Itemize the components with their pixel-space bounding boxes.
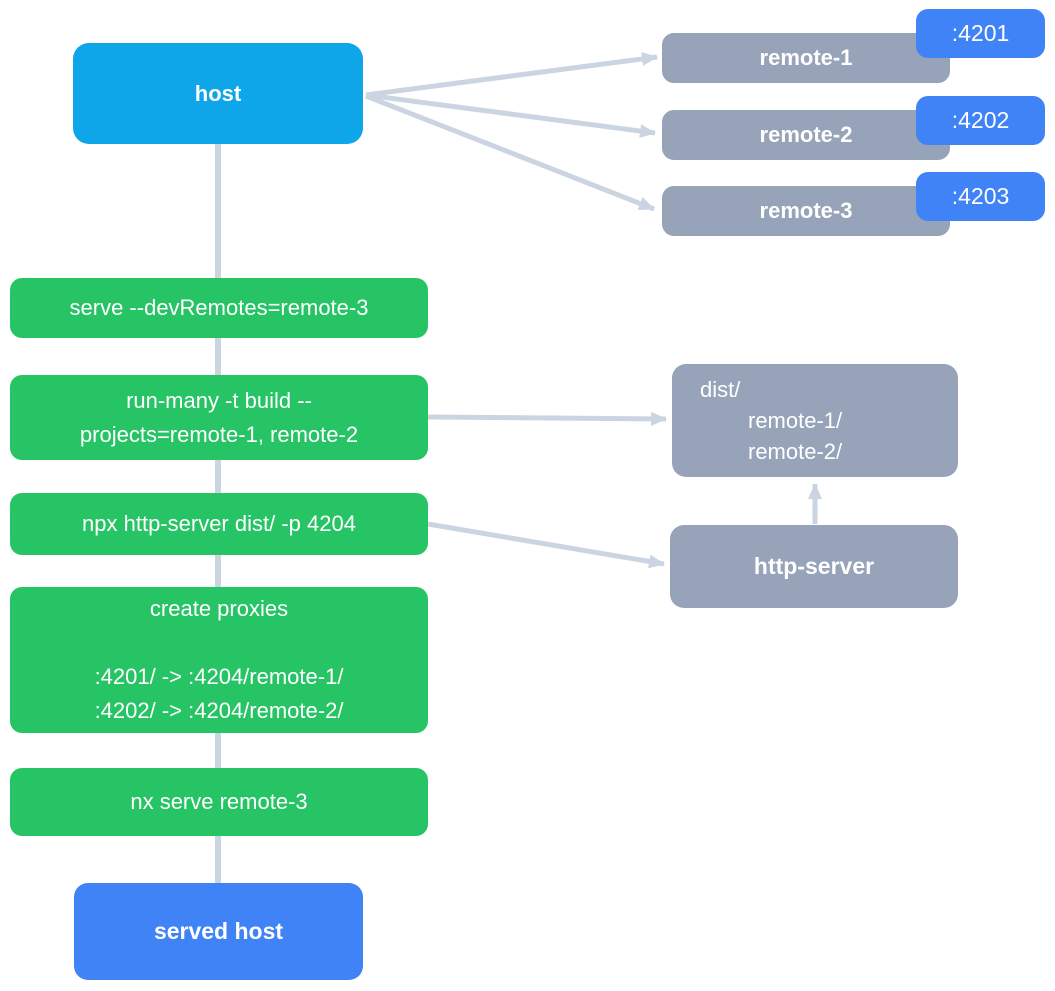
port-4202-label: :4202 bbox=[951, 107, 1010, 133]
step-npx-http-server-label: npx http-server dist/ -p 4204 bbox=[82, 511, 356, 536]
remote-3-node: remote-3 bbox=[662, 186, 950, 236]
http-server-label: http-server bbox=[753, 553, 875, 579]
served-host-node: served host bbox=[74, 883, 363, 980]
port-badge-4202: :4202 bbox=[916, 96, 1045, 145]
step-serve-dev-remotes: serve --devRemotes=remote-3 bbox=[10, 278, 428, 338]
remote-2-label: remote-2 bbox=[759, 122, 853, 147]
step-run-many-build-label: run-many -t build -- projects=remote-1, … bbox=[79, 387, 359, 447]
port-badge-4201: :4201 bbox=[916, 9, 1045, 58]
host-node: host bbox=[73, 43, 363, 144]
step-run-many-build: run-many -t build -- projects=remote-1, … bbox=[10, 375, 428, 460]
remote-2-node: remote-2 bbox=[662, 110, 950, 160]
remote-1-label: remote-1 bbox=[759, 45, 853, 70]
port-4201-label: :4201 bbox=[951, 20, 1010, 46]
port-4203-label: :4203 bbox=[951, 183, 1010, 209]
remote-1-node: remote-1 bbox=[662, 33, 950, 83]
step-npx-http-server: npx http-server dist/ -p 4204 bbox=[10, 493, 428, 555]
host-label: host bbox=[194, 80, 242, 106]
served-host-label: served host bbox=[153, 918, 284, 944]
step-nx-serve-remote-3: nx serve remote-3 bbox=[10, 768, 428, 836]
host-to-remote-3-arrow bbox=[365, 93, 655, 212]
build-to-dist-arrow bbox=[427, 411, 667, 426]
dist-folder-node: dist/ remote-1/ remote-2/ bbox=[672, 364, 958, 477]
remote-3-label: remote-3 bbox=[759, 198, 853, 223]
host-to-remote-1-arrow bbox=[365, 52, 658, 98]
host-to-remote-2-arrow bbox=[365, 92, 656, 138]
dist-folder-remote-1-label: remote-1/ bbox=[748, 408, 843, 433]
dist-folder-root-label: dist/ bbox=[700, 377, 741, 402]
http-server-node: http-server bbox=[670, 525, 958, 608]
step-create-proxies-label: create proxies :4201/ -> :4204/remote-1/… bbox=[94, 596, 344, 723]
step-create-proxies: create proxies :4201/ -> :4204/remote-1/… bbox=[10, 587, 428, 733]
port-badge-4203: :4203 bbox=[916, 172, 1045, 221]
dist-folder-remote-2-label: remote-2/ bbox=[748, 439, 843, 464]
npx-to-http-server-arrow bbox=[427, 521, 665, 569]
step-serve-dev-remotes-label: serve --devRemotes=remote-3 bbox=[69, 295, 369, 320]
step-nx-serve-remote-3-label: nx serve remote-3 bbox=[130, 789, 308, 814]
